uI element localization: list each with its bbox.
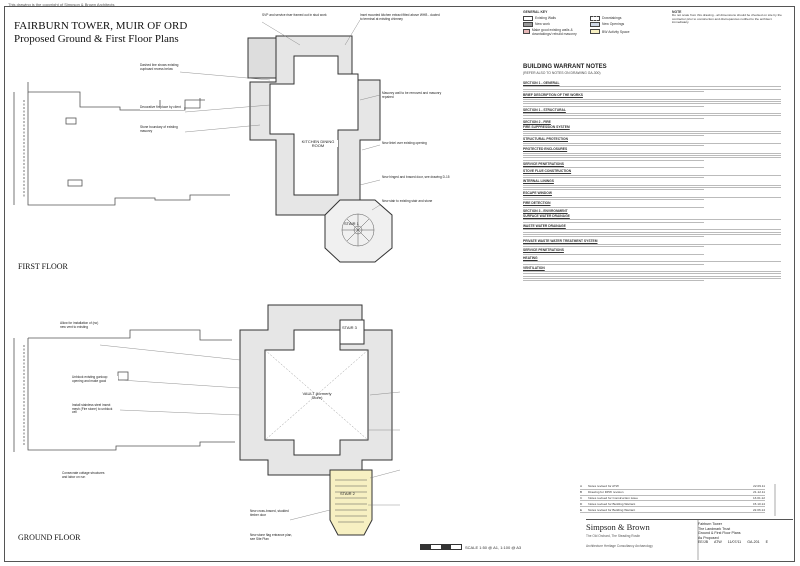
bw-section: ESCAPE WINDOW: [523, 191, 552, 196]
building-warrant-subtitle: (REFER ALSO TO NOTES ON DRAWING GA-300): [523, 71, 601, 75]
copyright-notice: This drawing is the copyright of Simpson…: [8, 2, 115, 7]
bw-section: PROTECTED ENCLOSURES: [523, 147, 568, 152]
scale-bar-graphic: [420, 544, 462, 550]
key-item: Existing Walls: [523, 15, 584, 21]
drawing-border: [4, 6, 795, 562]
callout-cupboard-recess: Dashed line shows existing cupboard rece…: [140, 63, 184, 72]
leader-lines: [99, 19, 401, 521]
callout-fireplace: Decorative fireplace by client: [140, 105, 184, 110]
first-floor-tower: [247, 35, 393, 263]
title-block: Simpson & Brown The Old Orchard, The Ste…: [586, 519, 793, 561]
vault-lines: [264, 349, 369, 441]
key-item: BW Activity Space: [590, 28, 651, 36]
callout-new-lintel: New lintel over existing opening: [382, 141, 452, 146]
notes-body: Do not scale from this drawing - all dim…: [672, 13, 782, 25]
callout-vent: Allow for installation of (no) new vent …: [60, 321, 104, 330]
key-title: GENERAL KEY: [523, 10, 548, 14]
drawing-number: GA-201: [747, 540, 760, 545]
revision-letter: E: [765, 540, 768, 545]
bw-section: FIRE SUPPRESSION SYSTEM: [523, 125, 570, 130]
firm-disciplines: Architecture Heritage Consultancy Archae…: [586, 544, 653, 548]
callout-masonry-removed: Masonry wall to be removed and masonry r…: [382, 91, 452, 100]
bw-section: SECTION 2 - FIRE: [523, 120, 551, 125]
bw-section: BRIEF DESCRIPTION OF THE WORKS: [523, 93, 583, 98]
key-item: New Openings: [590, 21, 651, 27]
room-label-stair-2: STAIR 2: [340, 491, 355, 496]
key-item: Downtakings: [590, 15, 651, 21]
callout-studded-door: New cross-braced, studded timber door: [250, 509, 298, 518]
drawing-date: 11/07/11: [727, 540, 742, 545]
key-item: Make good existing walls & downtakings/ …: [523, 28, 584, 36]
job-ref: ATW: [714, 540, 722, 545]
title-line-2: Proposed Ground & First Floor Plans: [14, 33, 179, 45]
project-details: Fairburn Tower The Landmark Trust Ground…: [698, 522, 793, 545]
bw-section: STRUCTURAL PROTECTION: [523, 137, 568, 142]
drawing-status: As Proposed: [698, 535, 719, 540]
building-warrant-notes: SECTION 1 - GENERAL BRIEF DESCRIPTION OF…: [523, 80, 781, 452]
notes-title: NOTE: [672, 10, 682, 14]
callout-kitchen-extract: Inset mounted kitchen extract fitted abo…: [360, 13, 440, 22]
firm-name: Simpson & Brown: [586, 522, 650, 532]
callout-entrance: New stone flag entrance plan, see Site P…: [250, 533, 298, 542]
bw-section: SERVICE PENETRATIONS: [523, 161, 564, 166]
project-name: Fairburn Tower: [698, 522, 722, 526]
drawing-name: Ground & First Floor Plans: [698, 531, 741, 536]
callout-svp-riser: SVP and service riser framed out in stud…: [262, 13, 332, 18]
general-key: GENERAL KEY Existing Walls Downtakings N…: [523, 10, 651, 37]
drawn-by: EE/JB: [698, 540, 708, 545]
callout-hinged-door: New hinged and braced door, see drawing …: [382, 175, 452, 180]
title-line-1: FAIRBURN TOWER, MUIR OF ORD: [14, 20, 188, 32]
callout-stone-boundary: Stone boundary of existing masonry: [140, 125, 184, 134]
bw-section: WASTE WATER DRAINAGE: [523, 224, 566, 229]
ground-floor-label: GROUND FLOOR: [18, 533, 81, 542]
callout-gunloop: Unblock existing gunloop opening and mak…: [72, 375, 118, 384]
first-floor-cottage: [13, 82, 230, 206]
general-notes: NOTE Do not scale from this drawing - al…: [672, 10, 782, 25]
bw-section: INTERNAL LININGS: [523, 179, 554, 184]
ground-floor-cottage: [13, 329, 235, 452]
drawing-title: FAIRBURN TOWER, MUIR OF ORD Proposed Gro…: [14, 20, 187, 46]
room-label-kitchen: KITCHEN DINING ROOM: [298, 139, 338, 148]
bw-section: SECTION 1 - STRUCTURAL: [523, 107, 566, 112]
building-warrant-title: BUILDING WARRANT NOTES: [523, 64, 607, 70]
client-name: The Landmark Trust: [698, 526, 731, 531]
bw-section: HEATING: [523, 256, 538, 260]
bw-section: PRIVATE WASTE WATER TREATMENT SYSTEM: [523, 238, 598, 243]
stair-1-steps: [341, 213, 375, 247]
firm-address: The Old Orchard, The Steading Roslin: [586, 534, 641, 538]
bw-section: VENTILATION: [523, 265, 545, 270]
scale-bar-label: SCALE 1:50 @ A1, 1:100 @ A3: [465, 544, 522, 550]
callout-new-stair: New stair to existing stair and stone: [382, 199, 452, 204]
first-floor-label: FIRST FLOOR: [18, 262, 68, 271]
room-label-vault: VAULT (formerly Store): [302, 391, 332, 400]
bw-section: SECTION 3 - ENVIRONMENT: [523, 208, 568, 213]
bw-section: SURFACE WATER DRAINAGE: [523, 214, 570, 219]
room-label-stair-3: STAIR 3: [342, 325, 357, 330]
callout-cottage: Consecrate cottage structures and labor …: [62, 471, 110, 480]
bw-section: SECTION 1 - GENERAL: [523, 81, 560, 86]
room-label-stair-1: STAIR 1: [344, 221, 359, 226]
bw-section: FIRE DETECTION: [523, 201, 551, 206]
key-item: New work: [523, 21, 584, 27]
scale-bar: SCALE 1:50 @ A1, 1:100 @ A3: [420, 544, 521, 550]
bw-section: SERVICE PENETRATIONS: [523, 248, 564, 253]
ground-floor-tower: [239, 304, 393, 536]
callout-insect-mesh: Install stainless steel insect mesh (Fir…: [72, 403, 118, 416]
bw-section: STOVE FLUE CONSTRUCTION: [523, 169, 572, 174]
stair-2-steps: [335, 479, 367, 523]
